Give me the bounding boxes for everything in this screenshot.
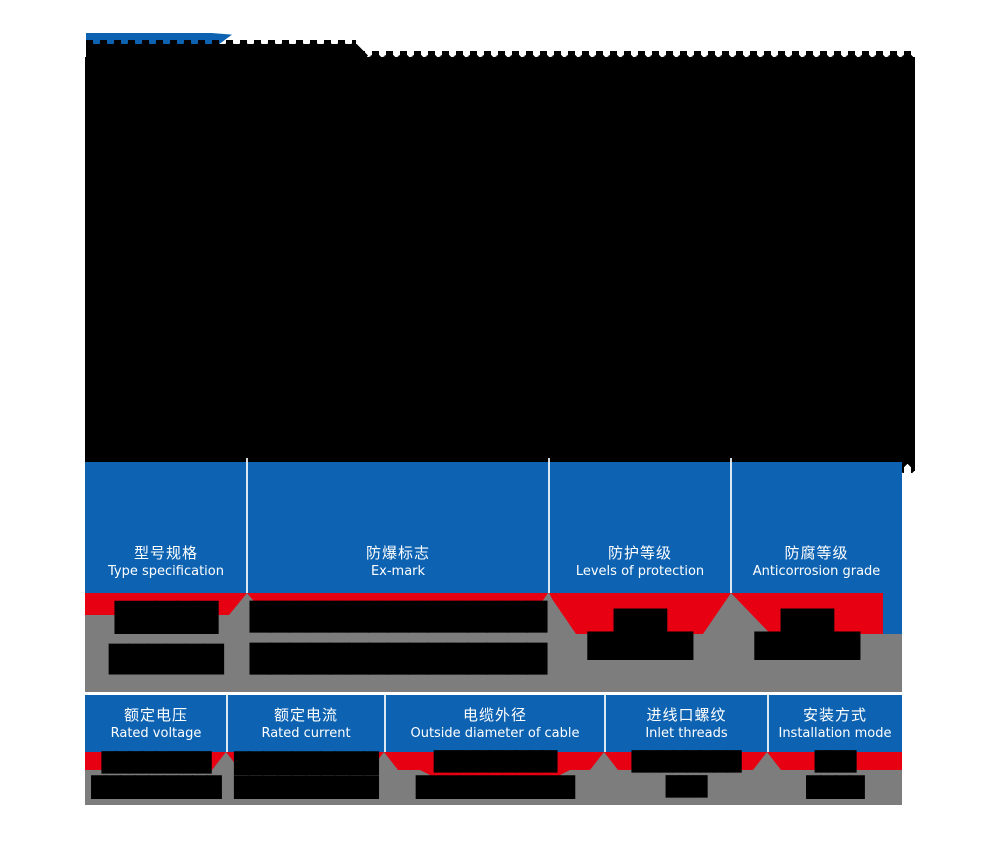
table2-cable-row1: █████████ [433,750,558,773]
table1-protection-line2: ██████ [587,632,694,660]
table1-header-exmark-cn: 防爆标志 [365,544,430,563]
table2-header-threads-en: Inlet threads [645,726,728,742]
table1-header-exmark-en: Ex-mark [370,564,426,580]
table1-type-row2: ██████ [109,644,224,675]
table2-header-current-cn: 额定电流 [273,706,338,725]
table2-header-voltage: 额定电压 Rated voltage [85,701,227,747]
table2-divider-4 [767,695,769,752]
table1-ribbon-protection [549,593,731,634]
table1-exmark-row1: ███████████████ [249,602,547,634]
table2-install-row1: ███ [814,750,857,773]
table1-header-band [85,462,902,593]
table1-header-type-cn: 型号规格 [133,544,198,563]
table2-threads-row1: ████████ [631,750,742,773]
table2-header-voltage-en: Rated voltage [110,726,202,742]
table2-header-install-en: Installation mode [778,726,892,742]
table1-header-protection: 防护等级 Levels of protection [549,536,731,588]
table2-header-cable: 电缆外径 Outside diameter of cable [385,701,605,747]
body-text-top-edge [232,51,915,58]
table2-header-threads: 进线口螺纹 Inlet threads [605,701,768,747]
table2-divider-2 [384,695,386,752]
redacted-body-text [85,57,915,462]
table1-type-row1: █████ [114,600,219,634]
table1-protection-line1: ███ [613,609,667,638]
table2-current-row1: ██████████ [234,750,379,775]
table1-header-protection-cn: 防护等级 [607,544,672,563]
table1-divider-1 [246,458,248,593]
table2-divider-1 [226,695,228,752]
table1-header-anticorrosion: 防腐等级 Anticorrosion grade [731,536,902,588]
table1-body-left [85,615,548,692]
table2-voltage-row2: █████████ [91,774,221,799]
table2-header-cable-en: Outside diameter of cable [410,726,580,742]
table2-header-install-cn: 安装方式 [802,706,867,725]
table1-divider-2 [548,458,550,593]
table1-anticorrosion-line2: ██████ [754,632,861,660]
table1-anticorrosion-value: ███ ██████ [737,602,877,668]
table1-ribbon-end-tab [883,593,902,634]
table1-header-exmark: 防爆标志 Ex-mark [247,536,549,588]
table2-ribbon-cable-drop [420,770,570,779]
table2-header-current: 额定电流 Rated current [227,701,385,747]
table2-header-cable-cn: 电缆外径 [462,706,527,725]
title-text-edge [86,40,356,46]
table1-header-type-en: Type specification [108,564,224,580]
table2-cable-row2: ███████████ [415,774,575,799]
table1-header-type: 型号规格 Type specification [85,536,247,588]
table1-divider-3 [730,458,732,593]
table2-install-row2: ████ [806,774,865,799]
table2-header-install: 安装方式 Installation mode [768,701,902,747]
table1-header-protection-en: Levels of protection [575,564,705,580]
table2-voltage-row1: ████████ [101,751,212,774]
table1-exmark-row2: ███████████████ [249,644,547,676]
table2-header-band [85,695,902,752]
table1-ribbon-left [85,593,548,615]
table2-ribbon [85,752,902,770]
table2-header-threads-cn: 进线口螺纹 [646,706,727,725]
table2-current-row2: ██████████ [234,774,379,799]
table2-threads-row2: ███ [665,775,708,798]
table2-divider-3 [604,695,606,752]
table2-header-voltage-cn: 额定电压 [123,706,188,725]
table1-header-anticorrosion-en: Anticorrosion grade [752,564,881,580]
table2-header-current-en: Rated current [261,726,351,742]
table1-anticorrosion-line1: ███ [780,609,834,638]
table1-header-anticorrosion-cn: 防腐等级 [784,544,849,563]
table1-protection-value: ███ ██████ [560,602,720,668]
